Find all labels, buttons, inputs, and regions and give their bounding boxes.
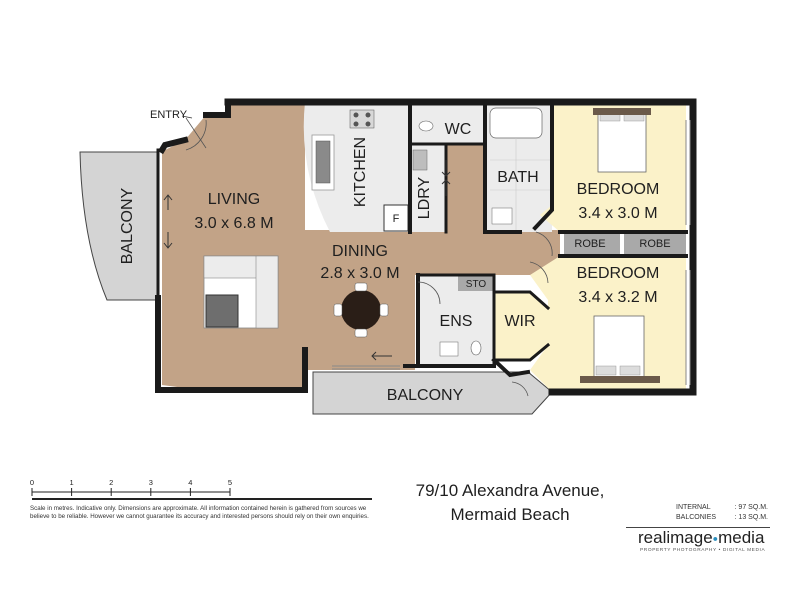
divider bbox=[626, 527, 770, 528]
entry-label: ENTRY bbox=[150, 109, 188, 121]
scale-tick-5: 5 bbox=[227, 478, 233, 487]
kitchen-floor bbox=[303, 102, 410, 232]
brand-logo: realimage●media bbox=[638, 528, 764, 548]
bedroom1-dims: 3.4 x 3.0 M bbox=[578, 205, 657, 222]
footer: 0 1 2 3 4 5 Scale in metres. Indicative … bbox=[0, 460, 800, 600]
fridge-space bbox=[383, 204, 409, 232]
wir-label: WIR bbox=[504, 313, 535, 330]
cooktop bbox=[349, 109, 375, 129]
area-summary: INTERNAL : 97 SQ.M. BALCONIES : 13 SQ.M. bbox=[676, 503, 768, 523]
living-dims: 3.0 x 6.8 M bbox=[194, 215, 273, 232]
ldry-label: LDRY bbox=[416, 176, 433, 219]
balconies-label: BALCONIES bbox=[676, 514, 717, 521]
bath-label: BATH bbox=[497, 169, 538, 186]
balcony-bottom-label: BALCONY bbox=[387, 387, 464, 404]
dining-table bbox=[341, 290, 381, 330]
brand-dot-icon: ● bbox=[712, 533, 719, 544]
brand-tagline: PROPERTY PHOTOGRAPHY • DIGITAL MEDIA bbox=[640, 548, 766, 553]
address-line2: Mermaid Beach bbox=[450, 505, 570, 524]
kitchen-sink bbox=[315, 140, 331, 184]
robe1-label: ROBE bbox=[574, 238, 605, 250]
windows bbox=[332, 120, 691, 385]
robe-1 bbox=[564, 232, 620, 254]
sto-label: STO bbox=[466, 279, 487, 290]
fridge-label: F bbox=[393, 213, 400, 225]
balcony-bottom-area bbox=[312, 371, 553, 415]
robe-2 bbox=[624, 232, 686, 254]
dining-label: DINING bbox=[332, 243, 388, 260]
balcony-left-label: BALCONY bbox=[119, 187, 136, 264]
scale-bar bbox=[31, 488, 372, 500]
scale-tick-2: 2 bbox=[109, 478, 114, 487]
bedroom2-label: BEDROOM bbox=[577, 265, 660, 282]
brand-text-1: realimage bbox=[638, 528, 713, 547]
internal-label: INTERNAL bbox=[676, 504, 711, 511]
scale-tick-1: 1 bbox=[69, 478, 74, 487]
bathtub bbox=[489, 107, 543, 139]
scale-tick-0: 0 bbox=[29, 478, 35, 487]
brand-text-2: media bbox=[718, 528, 765, 547]
doors bbox=[185, 117, 553, 397]
bedroom2-dims: 3.4 x 3.2 M bbox=[578, 289, 657, 306]
scale-tick-4: 4 bbox=[188, 478, 193, 487]
balconies-value: : 13 SQ.M. bbox=[734, 514, 768, 521]
living-dining-floor bbox=[162, 102, 305, 390]
sto-floor-top bbox=[458, 275, 494, 291]
address-line1: 79/10 Alexandra Avenue, bbox=[415, 481, 605, 500]
robe2-label: ROBE bbox=[639, 238, 670, 250]
ens-label: ENS bbox=[440, 313, 473, 330]
scale-tick-3: 3 bbox=[148, 478, 153, 487]
bedroom1-label: BEDROOM bbox=[577, 181, 660, 198]
wc-label: WC bbox=[445, 121, 472, 138]
walls bbox=[155, 98, 697, 396]
balcony-left-area bbox=[79, 151, 159, 301]
disclaimer: Scale in metres. Indicative only. Dimens… bbox=[30, 505, 369, 520]
living-label: LIVING bbox=[208, 191, 260, 208]
dining-dims: 2.8 x 3.0 M bbox=[320, 265, 399, 282]
corridor-floor bbox=[330, 230, 560, 275]
kitchen-label: KITCHEN bbox=[352, 137, 369, 207]
coffee-table bbox=[205, 294, 239, 328]
wir-floor bbox=[494, 292, 548, 360]
internal-value: : 97 SQ.M. bbox=[734, 504, 768, 511]
sliding-door-arrows bbox=[163, 160, 451, 361]
